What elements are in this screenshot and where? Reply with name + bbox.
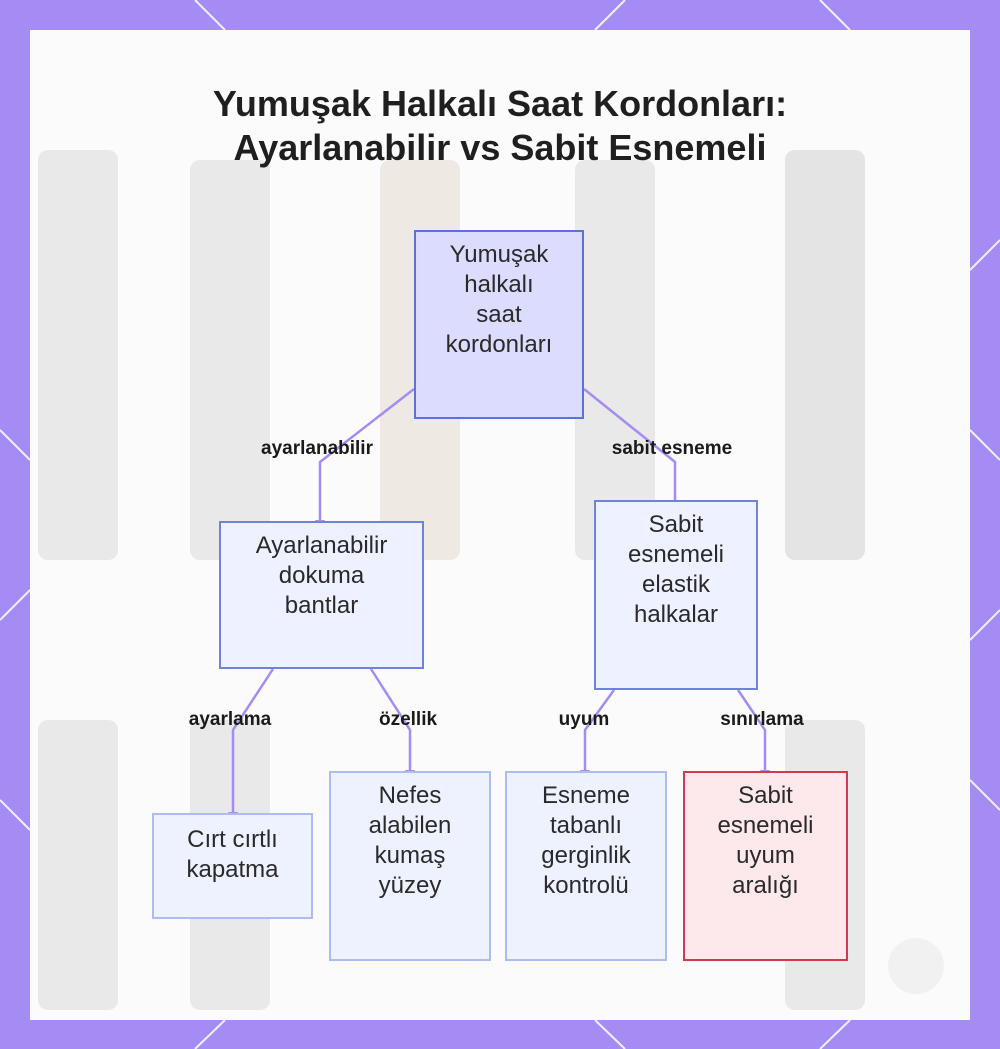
edge-adjustable-velcro bbox=[231, 668, 275, 812]
edge-label-fit: uyum bbox=[558, 709, 610, 730]
edge-label-adjustable: ayarlanabilir bbox=[261, 438, 373, 459]
node-fixed-stretch-loops: Sabit esnemeli elastik halkalar bbox=[594, 500, 758, 690]
node-text-line: halkalı bbox=[464, 271, 534, 298]
diagram-card: Yumuşak Halkalı Saat Kordonları: Ayarlan… bbox=[30, 30, 970, 1020]
node-text-line: dokuma bbox=[278, 562, 365, 589]
node-text-line: Cırt cırtlı bbox=[187, 826, 278, 853]
node-text-line: Esneme bbox=[541, 782, 631, 809]
node-text-line: alabilen bbox=[368, 812, 452, 839]
node-text-line: kontrolü bbox=[543, 872, 629, 899]
edge-root-adjustable bbox=[318, 388, 415, 520]
node-text-line: Sabit bbox=[738, 782, 793, 809]
node-text-line: saat bbox=[476, 301, 522, 328]
title-line-2: Ayarlanabilir vs Sabit Esnemeli bbox=[233, 127, 767, 168]
node-text-line: kapatma bbox=[186, 856, 279, 883]
node-text-line: kumaş bbox=[374, 842, 446, 869]
node-tension-control: Esneme tabanlı gerginlik kontrolü bbox=[505, 771, 667, 961]
node-text-line: esnemeli bbox=[717, 812, 814, 839]
node-text-line: esnemeli bbox=[627, 541, 725, 568]
edge-root-fixed bbox=[583, 388, 677, 500]
edge-label-limitation: sınırlama bbox=[720, 709, 804, 730]
title-line-1: Yumuşak Halkalı Saat Kordonları: bbox=[212, 83, 788, 124]
node-text-line: yüzey bbox=[378, 872, 442, 899]
node-text-line: tabanlı bbox=[549, 812, 623, 839]
node-text-line: elastik bbox=[641, 571, 710, 598]
node-text-line: uyum bbox=[736, 842, 795, 869]
node-text-line: Yumuşak bbox=[449, 241, 549, 268]
watermark-badge bbox=[888, 938, 944, 994]
node-text-line: gerginlik bbox=[541, 842, 631, 869]
edge-label-fixed-stretch: sabit esneme bbox=[611, 438, 733, 459]
diagram-title: Yumuşak Halkalı Saat Kordonları: Ayarlan… bbox=[30, 82, 970, 170]
node-fit-range-limit: Sabit esnemeli uyum aralığı bbox=[683, 771, 848, 961]
node-velcro-closure: Cırt cırtlı kapatma bbox=[152, 813, 313, 919]
node-breathable-fabric: Nefes alabilen kumaş yüzey bbox=[329, 771, 491, 961]
node-soft-loop-bands: Yumuşak halkalı saat kordonları bbox=[414, 230, 584, 419]
node-adjustable-woven-bands: Ayarlanabilir dokuma bantlar bbox=[219, 521, 424, 669]
edge-fixed-tension bbox=[583, 689, 616, 770]
node-text-line: aralığı bbox=[732, 872, 799, 899]
node-text-line: kordonları bbox=[445, 331, 553, 358]
node-text-line: Nefes bbox=[378, 782, 442, 809]
node-text-line: halkalar bbox=[633, 601, 719, 628]
edge-label-feature: özellik bbox=[378, 709, 438, 730]
edge-adjustable-fabric bbox=[369, 668, 412, 770]
node-text-line: bantlar bbox=[284, 592, 359, 619]
node-text-line: Ayarlanabilir bbox=[255, 532, 388, 559]
edge-fixed-range bbox=[736, 689, 767, 770]
edge-label-adjustment: ayarlama bbox=[188, 709, 272, 730]
node-text-line: Sabit bbox=[648, 511, 704, 538]
